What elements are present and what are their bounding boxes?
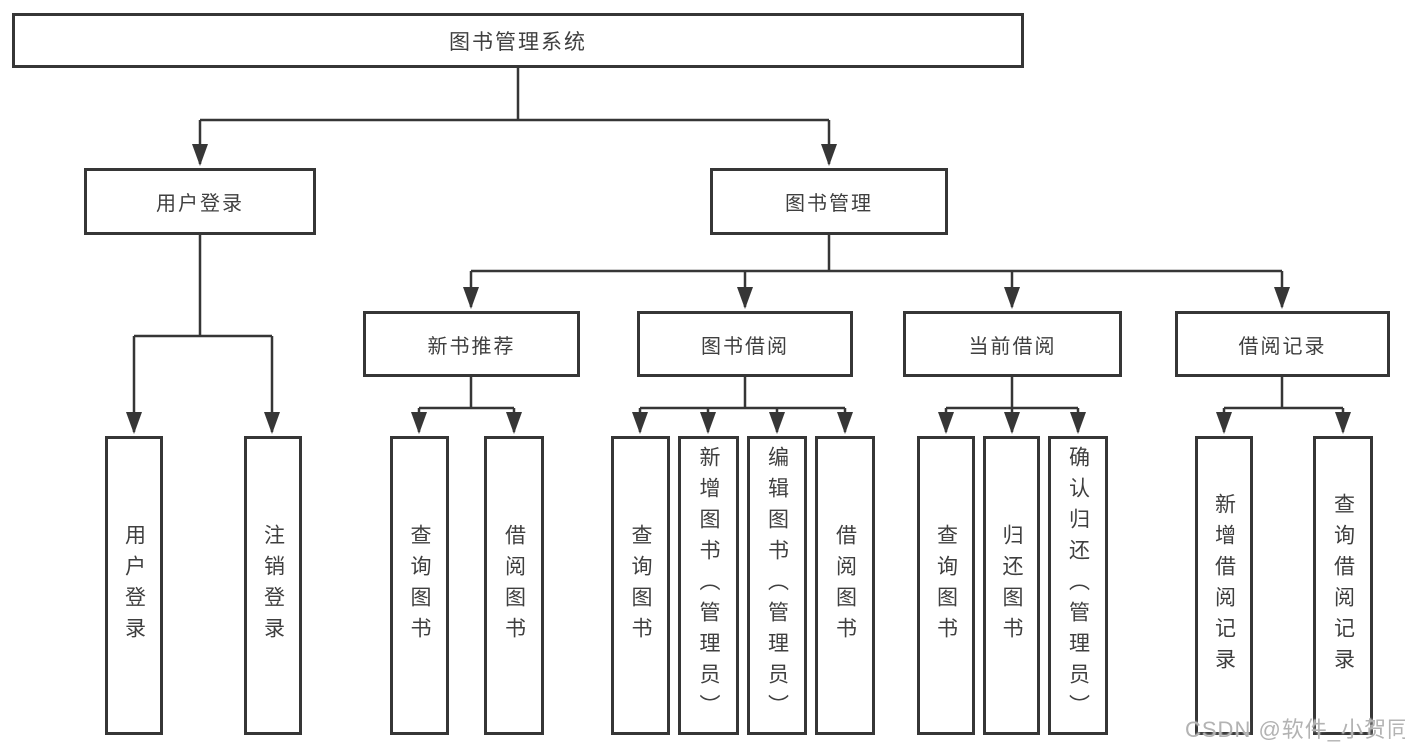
leaf-borrow-books-recommend: 借阅图书 xyxy=(484,436,544,735)
node-label: 新增借阅记录 xyxy=(1212,492,1236,679)
node-label: 借阅图书 xyxy=(502,523,526,648)
node-label: 新增图书（管理员） xyxy=(697,446,720,725)
leaf-user-login: 用户登录 xyxy=(105,436,163,735)
node-label: 查询图书 xyxy=(408,523,431,648)
node-label: 查询图书 xyxy=(934,523,958,648)
leaf-query-books-borrow: 查询图书 xyxy=(611,436,670,735)
node-book-borrow: 图书借阅 xyxy=(637,311,853,377)
node-label: 借阅记录 xyxy=(1238,335,1327,358)
leaf-query-borrow-record: 查询借阅记录 xyxy=(1313,436,1373,735)
node-label: 借阅图书 xyxy=(833,523,857,648)
branch-lines xyxy=(134,68,1343,410)
node-borrow-records: 借阅记录 xyxy=(1175,311,1390,377)
node-label: 用户登录 xyxy=(156,193,244,215)
leaf-return-book: 归还图书 xyxy=(983,436,1040,735)
node-label: 图书管理 xyxy=(785,193,873,215)
node-label: 编辑图书（管理员） xyxy=(765,446,789,725)
leaf-borrow-books: 借阅图书 xyxy=(815,436,875,735)
node-current-borrow: 当前借阅 xyxy=(903,311,1122,377)
node-label: 查询图书 xyxy=(629,523,652,648)
csdn-watermark: CSDN @软件_小贺同学 xyxy=(1185,717,1405,742)
node-label: 用户登录 xyxy=(122,523,146,648)
leaf-query-books-current: 查询图书 xyxy=(917,436,975,735)
node-label: 归还图书 xyxy=(1000,523,1023,648)
node-new-book-recommend: 新书推荐 xyxy=(363,311,580,377)
leaf-confirm-return-admin: 确认归还（管理员） xyxy=(1048,436,1108,735)
leaf-add-borrow-record: 新增借阅记录 xyxy=(1195,436,1253,735)
node-label: 图书借阅 xyxy=(701,335,789,358)
node-label: 当前借阅 xyxy=(968,335,1057,358)
node-label: 确认归还（管理员） xyxy=(1066,446,1090,725)
node-label: 图书管理系统 xyxy=(449,30,587,54)
node-root: 图书管理系统 xyxy=(12,13,1024,68)
arrow-icons xyxy=(126,120,1351,434)
leaf-edit-book-admin: 编辑图书（管理员） xyxy=(747,436,807,735)
leaf-logout: 注销登录 xyxy=(244,436,302,735)
leaf-add-book-admin: 新增图书（管理员） xyxy=(678,436,739,735)
node-label: 查询借阅记录 xyxy=(1331,492,1355,679)
leaf-query-books-recommend: 查询图书 xyxy=(390,436,449,735)
node-label: 注销登录 xyxy=(261,523,285,648)
node-user-login: 用户登录 xyxy=(84,168,316,235)
node-book-management: 图书管理 xyxy=(710,168,948,235)
node-label: 新书推荐 xyxy=(427,335,516,358)
